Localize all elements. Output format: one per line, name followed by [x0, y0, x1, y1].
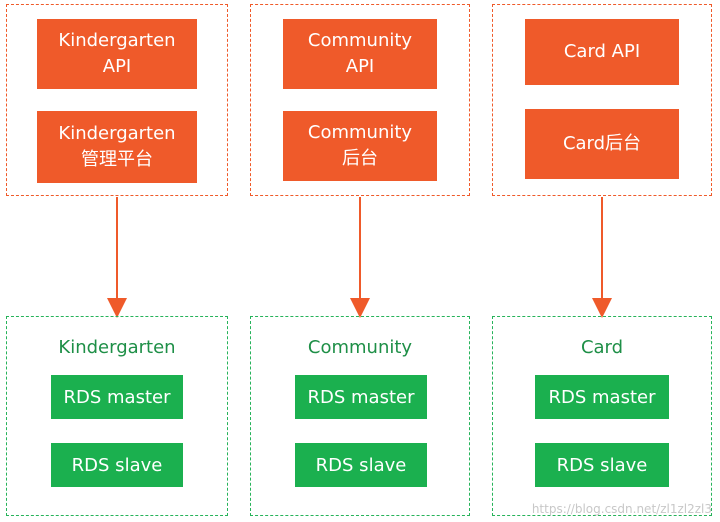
kindergarten-rds-master: RDS master	[51, 375, 183, 419]
watermark: https://blog.csdn.net/zl1zl2zl3	[531, 502, 712, 516]
kindergarten-rds-slave: RDS slave	[51, 443, 183, 487]
community-admin-box: Community 后台	[283, 111, 437, 181]
community-rds-master: RDS master	[295, 375, 427, 419]
card-db-title: Card	[580, 337, 624, 358]
kindergarten-service-group: Kindergarten API Kindergarten 管理平台	[6, 4, 228, 196]
card-rds-master: RDS master	[535, 375, 669, 419]
community-api-box: Community API	[283, 19, 437, 89]
kindergarten-admin-box: Kindergarten 管理平台	[37, 111, 197, 183]
community-rds-slave: RDS slave	[295, 443, 427, 487]
kindergarten-api-box: Kindergarten API	[37, 19, 197, 89]
card-db-group: Card RDS master RDS slave	[492, 316, 712, 516]
card-admin-box: Card后台	[525, 109, 679, 179]
card-rds-slave: RDS slave	[535, 443, 669, 487]
card-api-box: Card API	[525, 19, 679, 85]
card-service-group: Card API Card后台	[492, 4, 712, 196]
community-service-group: Community API Community 后台	[250, 4, 470, 196]
community-db-group: Community RDS master RDS slave	[250, 316, 470, 516]
kindergarten-db-title: Kindergarten	[58, 337, 176, 358]
community-db-title: Community	[307, 337, 413, 358]
kindergarten-db-group: Kindergarten RDS master RDS slave	[6, 316, 228, 516]
